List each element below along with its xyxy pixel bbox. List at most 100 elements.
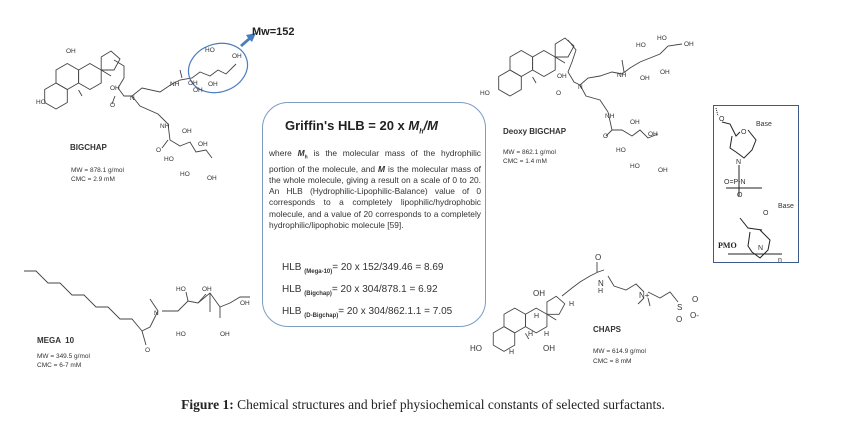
griffin-title: Griffin's HLB = 20 x Mh/M (285, 118, 438, 136)
atom-label: HO (205, 47, 215, 54)
atom-label: N (598, 279, 604, 288)
figure-caption: Figure 1: Chemical structures and brief … (0, 397, 846, 413)
atom-label: OH (207, 175, 217, 182)
title-formula: HLB = 20 x (337, 118, 409, 133)
atom-label: OH (220, 331, 230, 338)
atom-label: O (692, 295, 698, 304)
atom-label: N (130, 95, 135, 102)
hlb-equation-deoxy-bigchap: HLB (D-Bigchap)= 20 x 304/862.1.1 = 7.05 (282, 306, 453, 319)
atom-label: O (719, 116, 725, 123)
atom-label: HO (616, 147, 626, 154)
para-text: is the molecular mass of the whole molec… (269, 163, 482, 230)
atom-label: OH (543, 344, 555, 353)
griffin-hlb-box (262, 102, 486, 327)
atom-label: Base (756, 121, 772, 128)
deoxy-bigchap-structure: HO OH N NH HO HO OH OH OH NH OH OH HO HO… (480, 35, 694, 174)
chaps-structure: OH HO OH H H H H H O N H N+ S O O O- (470, 253, 699, 356)
atom-label: HO (630, 163, 640, 170)
atom-label: H (569, 301, 574, 308)
atom-label: HO (480, 90, 490, 97)
atom-label: OH (640, 75, 650, 82)
atom-label: Base (778, 203, 794, 210)
caption-text: Chemical structures and brief physiochem… (233, 397, 665, 412)
atom-label: O (763, 210, 769, 217)
deoxy-bigchap-cmc: CMC = 1.4 mM (503, 158, 547, 165)
atom-label: NH (170, 81, 180, 88)
caption-label: Figure 1: (181, 397, 234, 412)
pmo-structure: O O Base N O=P-N O O Base N n (715, 107, 794, 264)
griffin-description: where Mh is the molecular mass of the hy… (269, 148, 481, 231)
atom-label: S (677, 303, 682, 312)
pmo-name: PMO (718, 241, 737, 250)
atom-label: O (110, 102, 115, 109)
atom-label: O (156, 147, 161, 154)
atom-label: H (598, 288, 603, 295)
atom-label: H (528, 331, 533, 338)
atom-label: H (509, 349, 514, 356)
atom-label: HO (176, 331, 186, 338)
atom-label: OH (648, 131, 658, 138)
bigchap-name: BIGCHAP (70, 143, 107, 152)
atom-label: OH (182, 128, 192, 135)
bigchap-cmc: CMC = 2.9 mM (71, 176, 115, 183)
atom-label: N+ (639, 291, 650, 300)
atom-label: O (737, 192, 743, 199)
atom-label: HO (176, 286, 186, 293)
atom-label: HO (470, 344, 482, 353)
atom-label: OH (658, 167, 668, 174)
deoxy-bigchap-name: Deoxy BIGCHAP (503, 127, 567, 136)
atom-label: OH (557, 73, 567, 80)
title-mh-sub: h (419, 128, 424, 136)
atom-label: O (595, 253, 601, 262)
atom-label: N (154, 310, 159, 317)
atom-label: OH (193, 87, 203, 94)
bigchap-mw: MW = 878.1 g/mol (71, 167, 124, 174)
atom-label: HO (657, 35, 667, 42)
atom-label: OH (66, 48, 76, 55)
para-mh: M (297, 148, 305, 158)
atom-label: OH (684, 41, 694, 48)
arrow-icon (240, 33, 256, 47)
atom-label: OH (660, 69, 670, 76)
para-text: is the molecular mass of the hydrophilic… (269, 148, 481, 174)
atom-label: HO (164, 156, 174, 163)
atom-label: OH (533, 289, 545, 298)
atom-label: OH (208, 81, 218, 88)
atom-label: O- (690, 311, 699, 320)
atom-label: NH (605, 113, 615, 120)
atom-label: O (603, 133, 608, 140)
deoxy-bigchap-mw: MW = 862.1 g/mol (503, 149, 556, 156)
atom-label: OH (630, 119, 640, 126)
title-prefix: Griffin's (285, 118, 335, 133)
mega10-cmc: CMC = 6-7 mM (37, 362, 82, 369)
atom-label: N (736, 159, 741, 166)
atom-label: HO (36, 99, 46, 106)
mega10-name: MEGA 10 (37, 336, 75, 345)
atom-label: N (758, 245, 763, 252)
chaps-name: CHAPS (593, 325, 622, 334)
atom-label: OH (202, 286, 212, 293)
atom-label: n (778, 257, 782, 264)
mega10-mw: MW = 349.5 g/mol (37, 353, 90, 360)
chaps-cmc: CMC = 8 mM (593, 358, 632, 365)
atom-label: NH (160, 123, 170, 130)
atom-label: OH (240, 300, 250, 307)
para-mh-sub: h (304, 154, 308, 161)
mega10-structure: N O HO OH OH HO OH (24, 270, 250, 354)
atom-label: NH (617, 72, 627, 79)
atom-label: OH (188, 80, 198, 87)
atom-label: H (544, 331, 549, 338)
atom-label: OH (232, 53, 242, 60)
atom-label: OH (110, 85, 120, 92)
atom-label: O=P-N (724, 179, 746, 186)
atom-label: O (741, 129, 747, 136)
atom-label: OH (198, 141, 208, 148)
chaps-mw: MW = 614.9 g/mol (593, 348, 646, 355)
pmo-box (713, 105, 799, 263)
atom-label: O (556, 90, 561, 97)
atom-label: HO (636, 42, 646, 49)
para-text: where (269, 148, 298, 158)
title-m: /M (423, 118, 438, 133)
atom-label: H (534, 313, 539, 320)
